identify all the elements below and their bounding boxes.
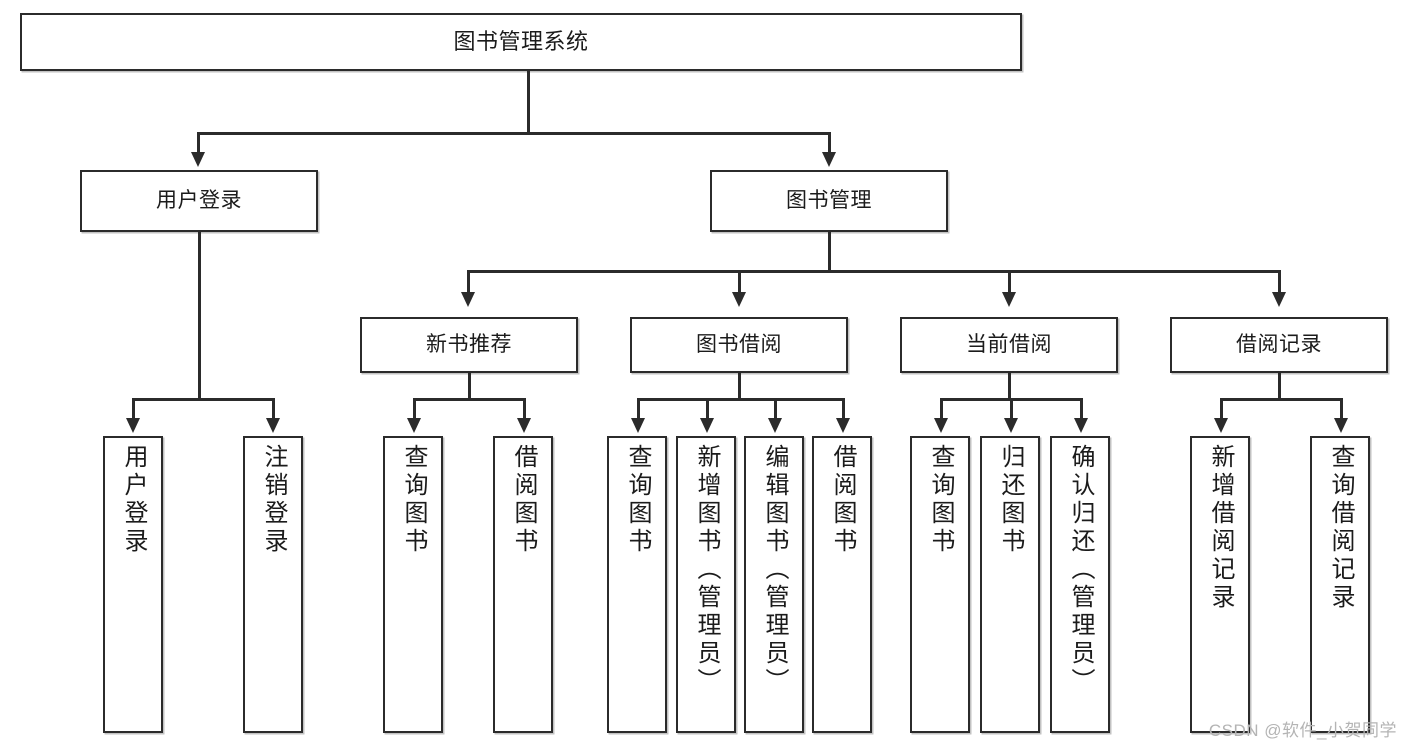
node-label: 当前借阅: [966, 332, 1052, 356]
node-label: 查询图书: [624, 444, 651, 556]
node-root-book-management-system[interactable]: 图书管理系统: [20, 13, 1022, 71]
node-label: 借阅记录: [1236, 332, 1322, 356]
node-label: 图书管理: [786, 188, 872, 212]
connector-current-borrow-leaf2: [1010, 398, 1013, 420]
leaf-current-borrow-query[interactable]: 查询图书: [910, 436, 970, 733]
leaf-user-login-signout[interactable]: 注销登录: [243, 436, 303, 733]
connector-book-borrow-stem: [738, 373, 741, 400]
leaf-borrow-record-query[interactable]: 查询借阅记录: [1310, 436, 1370, 733]
arrow-current-borrow-leaf1: [934, 418, 948, 433]
connector-user-login-stem: [198, 232, 201, 400]
connector-new-book-bus: [413, 398, 523, 401]
node-borrow-record[interactable]: 借阅记录: [1170, 317, 1388, 373]
node-label: 确认归还（管理员）: [1067, 444, 1094, 696]
connector-book-borrow-bus: [637, 398, 842, 401]
connector-book-borrow-leaf3: [774, 398, 777, 420]
node-label: 用户登录: [120, 444, 147, 556]
leaf-book-borrow-query[interactable]: 查询图书: [607, 436, 667, 733]
leaf-new-book-query[interactable]: 查询图书: [383, 436, 443, 733]
node-label: 借阅图书: [510, 444, 537, 556]
node-label: 新书推荐: [426, 332, 512, 356]
connector-book-management-stem: [828, 232, 831, 272]
connector-root-to-user-login: [197, 132, 200, 154]
arrow-bm-to-new-book: [461, 292, 475, 307]
leaf-book-borrow-add-admin[interactable]: 新增图书（管理员）: [676, 436, 736, 733]
connector-book-borrow-leaf2: [706, 398, 709, 420]
leaf-current-borrow-return[interactable]: 归还图书: [980, 436, 1040, 733]
connector-new-book-leaf2: [523, 398, 526, 420]
arrow-bm-to-book-borrow: [732, 292, 746, 307]
connector-current-borrow-leaf3: [1080, 398, 1083, 420]
connector-bm-to-current-borrow: [1008, 270, 1011, 294]
connector-user-login-leaf2: [272, 398, 275, 420]
node-label: 注销登录: [260, 444, 287, 556]
arrow-bm-to-current-borrow: [1002, 292, 1016, 307]
node-label: 借阅图书: [829, 444, 856, 556]
arrow-user-login-leaf1: [126, 418, 140, 433]
node-label: 图书借阅: [696, 332, 782, 356]
node-new-book-recommend[interactable]: 新书推荐: [360, 317, 578, 373]
node-label: 查询借阅记录: [1327, 444, 1354, 612]
connector-current-borrow-leaf1: [940, 398, 943, 420]
leaf-borrow-record-add[interactable]: 新增借阅记录: [1190, 436, 1250, 733]
arrow-new-book-leaf1: [407, 418, 421, 433]
node-book-management[interactable]: 图书管理: [710, 170, 948, 232]
arrow-user-login-leaf2: [266, 418, 280, 433]
node-label: 查询图书: [927, 444, 954, 556]
arrow-current-borrow-leaf3: [1074, 418, 1088, 433]
node-label: 用户登录: [156, 188, 242, 212]
arrow-book-borrow-leaf2: [700, 418, 714, 433]
connector-borrow-record-leaf2: [1340, 398, 1343, 420]
leaf-user-login-signin[interactable]: 用户登录: [103, 436, 163, 733]
arrow-borrow-record-leaf2: [1334, 418, 1348, 433]
arrow-book-borrow-leaf1: [631, 418, 645, 433]
arrow-new-book-leaf2: [517, 418, 531, 433]
arrow-current-borrow-leaf2: [1004, 418, 1018, 433]
connector-borrow-record-leaf1: [1220, 398, 1223, 420]
leaf-book-borrow-edit-admin[interactable]: 编辑图书（管理员）: [744, 436, 804, 733]
node-user-login[interactable]: 用户登录: [80, 170, 318, 232]
connector-new-book-leaf1: [413, 398, 416, 420]
connector-bm-to-new-book: [467, 270, 470, 294]
connector-new-book-stem: [468, 373, 471, 400]
node-label: 查询图书: [400, 444, 427, 556]
connector-current-borrow-stem: [1008, 373, 1011, 400]
leaf-book-borrow-borrow[interactable]: 借阅图书: [812, 436, 872, 733]
arrow-borrow-record-leaf1: [1214, 418, 1228, 433]
leaf-new-book-borrow[interactable]: 借阅图书: [493, 436, 553, 733]
node-label: 新增借阅记录: [1207, 444, 1234, 612]
arrow-book-borrow-leaf3: [768, 418, 782, 433]
arrow-bm-to-borrow-record: [1272, 292, 1286, 307]
node-label: 归还图书: [997, 444, 1024, 556]
connector-root-stem: [527, 71, 530, 134]
connector-user-login-leaf1: [132, 398, 135, 420]
arrow-root-to-book-management: [822, 152, 836, 167]
connector-borrow-record-stem: [1278, 373, 1281, 400]
connector-borrow-record-bus: [1220, 398, 1340, 401]
connector-book-management-bus: [467, 270, 1281, 273]
connector-user-login-bus: [132, 398, 272, 401]
connector-book-borrow-leaf4: [842, 398, 845, 420]
leaf-current-borrow-confirm-admin[interactable]: 确认归还（管理员）: [1050, 436, 1110, 733]
connector-root-to-book-management: [828, 132, 831, 154]
connector-book-borrow-leaf1: [637, 398, 640, 420]
node-label: 图书管理系统: [453, 29, 589, 55]
node-label: 编辑图书（管理员）: [761, 444, 788, 696]
connector-root-bus: [197, 132, 830, 135]
connector-bm-to-borrow-record: [1278, 270, 1281, 294]
node-current-borrow[interactable]: 当前借阅: [900, 317, 1118, 373]
node-book-borrow[interactable]: 图书借阅: [630, 317, 848, 373]
arrow-root-to-user-login: [191, 152, 205, 167]
arrow-book-borrow-leaf4: [836, 418, 850, 433]
connector-bm-to-book-borrow: [738, 270, 741, 294]
node-label: 新增图书（管理员）: [693, 444, 720, 696]
